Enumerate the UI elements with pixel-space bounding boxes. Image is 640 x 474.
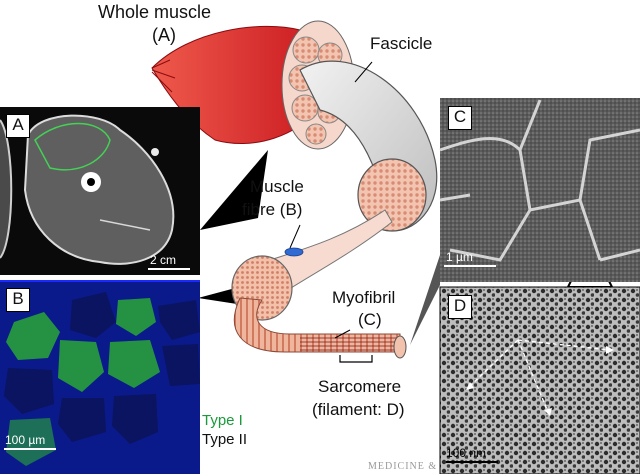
connector-wedge-a — [200, 150, 268, 230]
panel-d-image — [439, 286, 640, 474]
panel-c-letter: C — [448, 106, 472, 130]
panel-a-image — [0, 107, 200, 275]
legend-type-1: Type I — [202, 412, 243, 429]
panel-d-scale: 100 nm — [446, 446, 487, 460]
label-muscle-fibre-2: fibre (B) — [242, 200, 303, 219]
fascicle-illustration — [299, 60, 438, 232]
label-muscle-fibre: Muscle — [250, 177, 304, 196]
leader-myofibril — [334, 329, 351, 339]
leader-fibre — [289, 224, 301, 249]
label-myofibril-tag: (C) — [358, 310, 382, 329]
label-sarcomere-2: (filament: D) — [312, 400, 405, 419]
panel-b-scale: 100 µm — [5, 433, 46, 447]
label-whole-muscle: Whole muscle — [98, 2, 212, 22]
panel-b-letter: B — [6, 288, 30, 312]
panel-b-image — [0, 280, 200, 474]
legend-type-2: Type II — [202, 431, 248, 448]
myofibril-illustration — [233, 297, 407, 363]
leader-fascicle — [354, 61, 373, 83]
panel-d-letter: D — [448, 295, 472, 319]
label-myofibril: Myofibril — [332, 288, 396, 307]
connector-wedge-c — [410, 255, 440, 345]
label-whole-muscle-tag: (A) — [152, 25, 176, 45]
label-fascicle: Fascicle — [370, 34, 433, 53]
panel-a-letter: A — [6, 114, 30, 138]
panel-a-scale: 2 cm — [150, 253, 177, 267]
panel-c-image — [439, 98, 640, 282]
watermark: MEDICINE & — [368, 461, 438, 472]
label-sarcomere: Sarcomere — [318, 377, 402, 396]
panel-c-scale: 1 µm — [446, 250, 473, 264]
